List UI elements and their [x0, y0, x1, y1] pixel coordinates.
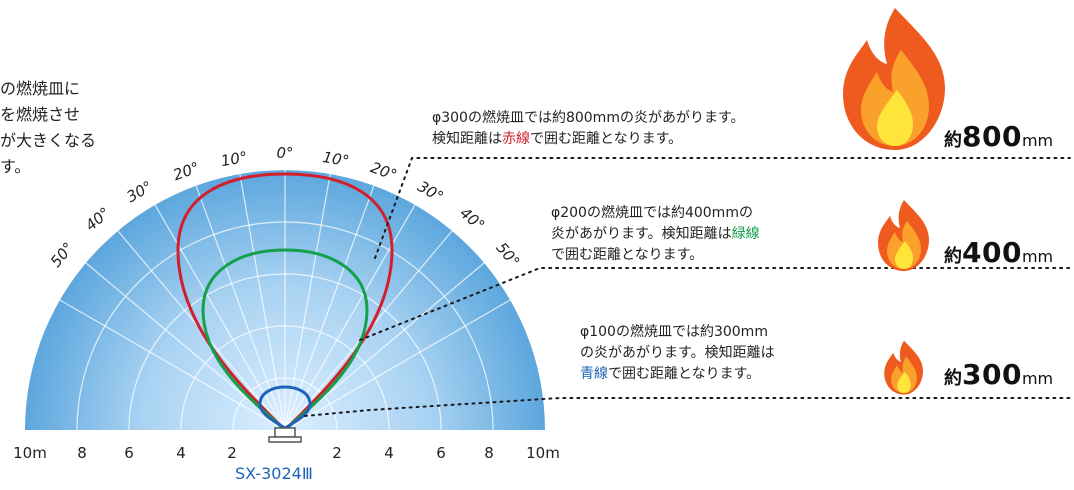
grid-ray — [154, 204, 286, 431]
note-300-line3: 青線で囲む距離となります。 — [580, 364, 860, 385]
note-400-line1: φ200の燃焼皿では約400mmの — [551, 205, 753, 221]
note-800-line2: 検知距離は赤線で囲む距離となります。 — [432, 129, 852, 150]
note-300-line1: φ100の燃焼皿では約300mm — [580, 324, 768, 340]
distance-label-left-2: 2 — [227, 444, 237, 462]
note-800-line1: φ300の燃焼皿では約800mmの炎があがります。 — [432, 110, 745, 126]
flame-height-800: 約800mm — [944, 120, 1053, 153]
distance-label-right-4: 4 — [384, 444, 394, 462]
distance-label-right-2: 2 — [332, 444, 342, 462]
angle-label-left-50: 50° — [47, 239, 78, 271]
angle-label-left-30: 30° — [123, 177, 155, 206]
sensor-icon — [268, 427, 302, 443]
grid-ray — [284, 299, 511, 431]
note-400-line3: で囲む距離となります。 — [551, 247, 704, 263]
note-400-text: 炎があがります。検知距離は — [551, 226, 732, 242]
red-detection-curve — [176, 172, 394, 433]
angle-label-left-10: 10° — [219, 148, 248, 170]
distance-label-left-10m: 10m — [13, 444, 47, 462]
leader-line-800 — [374, 157, 1071, 259]
note-400-highlight: 緑線 — [731, 226, 760, 242]
note-300-highlight: 青線 — [580, 366, 608, 382]
distance-label-left-4: 4 — [176, 444, 186, 462]
note-800-text-end: で囲む距離となります。 — [530, 131, 683, 147]
flame-height-800-unit: mm — [1021, 131, 1054, 150]
flame-height-400-number: 400 — [962, 236, 1022, 269]
angle-label-0: 0° — [276, 144, 293, 162]
flame-height-400-unit: mm — [1021, 247, 1054, 266]
note-300-line2: の炎があがります。検知距離は — [580, 345, 775, 361]
blue-detection-curve — [258, 385, 312, 430]
distance-label-right-8: 8 — [484, 444, 494, 462]
angle-label-right-10: 10° — [321, 148, 350, 170]
intro-text: の燃焼皿に を燃焼させ が大きくなる す。 — [0, 79, 97, 176]
flame-height-300-prefix: 約 — [944, 368, 962, 389]
note-800-highlight: 赤線 — [502, 131, 530, 147]
flame-height-300-unit: mm — [1021, 369, 1054, 388]
note-800: φ300の燃焼皿では約800mmの炎があがります。 検知距離は赤線で囲む距離とな… — [432, 108, 852, 150]
angle-label-right-20: 20° — [368, 158, 399, 184]
note-300-text-end: で囲む距離となります。 — [608, 366, 761, 382]
angle-label-right-30: 30° — [414, 177, 446, 206]
angle-label-right-40: 40° — [456, 204, 488, 235]
flame-icon-small — [884, 340, 923, 395]
flame-icon-large — [843, 8, 945, 150]
note-400-line2: 炎があがります。検知距離は緑線 — [551, 224, 851, 245]
leader-line-300 — [304, 397, 1071, 417]
flame-height-800-prefix: 約 — [944, 130, 962, 151]
grid-ray — [284, 262, 485, 431]
flame-height-400: 約400mm — [944, 236, 1053, 269]
angle-label-left-20: 20° — [171, 158, 202, 184]
flame-height-800-number: 800 — [962, 120, 1022, 153]
grid-ray — [85, 262, 286, 431]
green-detection-curve — [201, 248, 369, 433]
angle-label-right-50: 50° — [492, 239, 523, 271]
flame-height-300: 約300mm — [944, 358, 1053, 391]
distance-label-right-10m: 10m — [526, 444, 560, 462]
grid-ray — [284, 204, 416, 431]
distance-label-left-6: 6 — [124, 444, 134, 462]
note-300: φ100の燃焼皿では約300mm の炎があがります。検知距離は 青線で囲む距離と… — [580, 322, 860, 385]
angle-label-left-40: 40° — [82, 204, 114, 235]
distance-label-left-8: 8 — [77, 444, 87, 462]
flame-icon-medium — [878, 200, 929, 271]
flame-height-400-prefix: 約 — [944, 246, 962, 267]
note-800-text: 検知距離は — [432, 131, 502, 147]
grid-ray — [59, 299, 286, 431]
note-400: φ200の燃焼皿では約400mmの 炎があがります。検知距離は緑線 で囲む距離と… — [551, 203, 851, 266]
device-model-label: SX-3024Ⅲ — [235, 464, 313, 483]
distance-label-right-6: 6 — [436, 444, 446, 462]
flame-height-300-number: 300 — [962, 358, 1022, 391]
